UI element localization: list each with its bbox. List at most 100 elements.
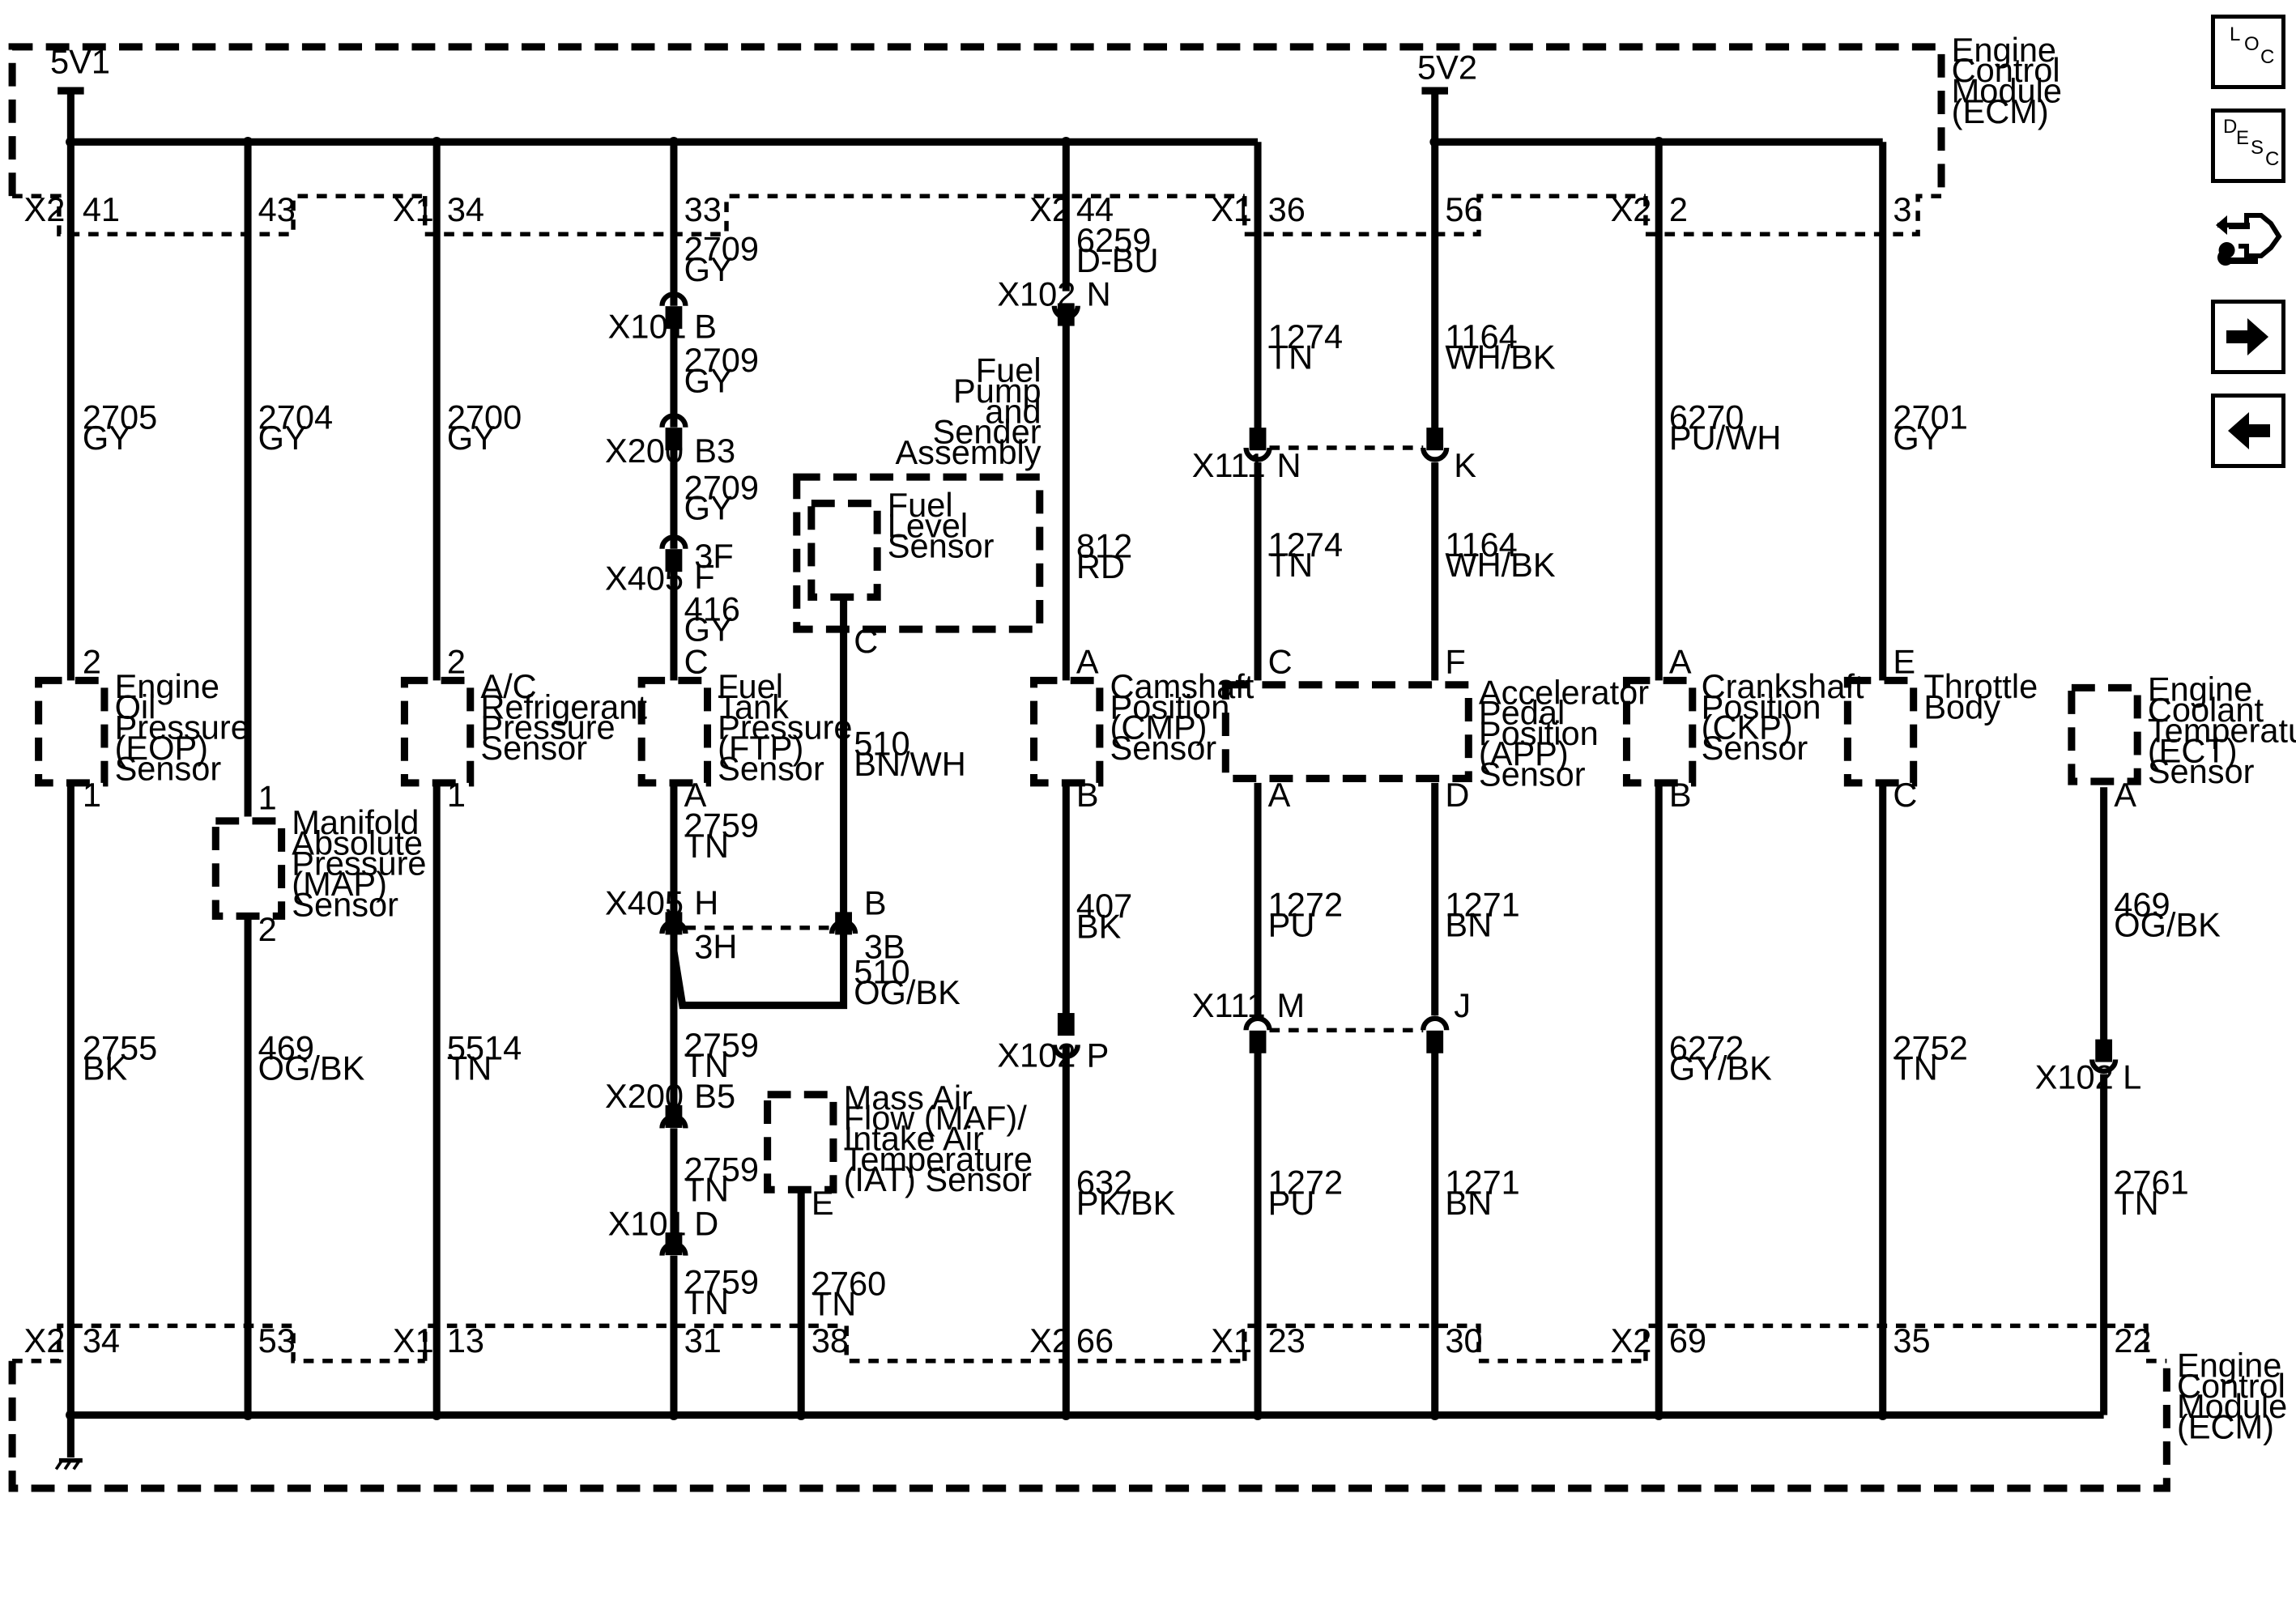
svg-text:Pressure: Pressure (115, 709, 249, 747)
svg-text:30: 30 (1445, 1321, 1482, 1360)
svg-text:(ECM): (ECM) (1952, 92, 2049, 130)
svg-text:X1: X1 (1211, 1321, 1252, 1360)
svg-text:469: 469 (2114, 885, 2170, 923)
svg-text:3F: 3F (694, 537, 734, 575)
svg-text:A: A (2114, 776, 2136, 814)
svg-text:2: 2 (447, 642, 466, 680)
svg-text:44: 44 (1076, 190, 1114, 228)
svg-text:H: H (694, 884, 718, 922)
svg-text:E: E (811, 1184, 834, 1222)
desc-letter-s: S (2251, 137, 2264, 159)
svg-text:D: D (694, 1204, 718, 1242)
svg-text:Mass Air: Mass Air (844, 1079, 973, 1117)
svg-text:TN: TN (684, 827, 729, 865)
svg-text:Coolant: Coolant (2148, 691, 2264, 729)
svg-text:(CMP): (CMP) (1110, 709, 1208, 747)
svg-text:A: A (1076, 642, 1099, 680)
svg-text:2: 2 (1669, 190, 1688, 228)
svg-text:GY: GY (447, 419, 496, 457)
svg-text:Sensor: Sensor (115, 749, 222, 787)
svg-text:1271: 1271 (1445, 885, 1519, 923)
loc-letter-c: C (2260, 46, 2275, 68)
loc-button[interactable]: L O C (2211, 15, 2285, 89)
svg-text:6272: 6272 (1669, 1028, 1744, 1066)
svg-text:Sensor: Sensor (888, 527, 995, 565)
ecm-bottom-label: Engine Control Module (ECM) (2177, 1347, 2287, 1446)
svg-text:1274: 1274 (1268, 317, 1343, 355)
svg-text:BN/WH: BN/WH (854, 745, 965, 783)
svg-text:632: 632 (1076, 1164, 1132, 1202)
svg-text:X1: X1 (393, 1321, 434, 1360)
svg-text:510: 510 (854, 725, 909, 763)
svg-text:Sensor: Sensor (292, 885, 398, 923)
svg-text:Position: Position (1479, 714, 1599, 752)
svg-text:Accelerator: Accelerator (1479, 673, 1649, 711)
svg-text:GY: GY (684, 361, 733, 399)
svg-text:TN: TN (684, 1283, 729, 1321)
svg-text:35: 35 (1893, 1321, 1930, 1360)
svg-text:X101: X101 (608, 1204, 687, 1242)
svg-text:X2: X2 (24, 1321, 66, 1360)
svg-text:3: 3 (1893, 190, 1911, 228)
svg-text:812: 812 (1076, 527, 1132, 565)
svg-text:TN: TN (1893, 1049, 1937, 1087)
svg-text:Position: Position (1702, 687, 1821, 726)
svg-text:407: 407 (1076, 887, 1132, 925)
loc-letter-o: O (2244, 33, 2260, 55)
svg-text:A: A (1669, 642, 1692, 680)
svg-text:Control: Control (1952, 51, 2060, 89)
svg-text:F: F (694, 558, 714, 596)
svg-text:X111: X111 (1192, 446, 1266, 484)
svg-text:2: 2 (83, 642, 101, 680)
svg-text:2752: 2752 (1893, 1028, 1967, 1066)
svg-text:Sensor: Sensor (1110, 729, 1217, 767)
junction-dots (66, 136, 1889, 1420)
svg-text:Position: Position (1110, 687, 1230, 726)
next-button[interactable] (2211, 300, 2285, 374)
svg-text:23: 23 (1268, 1321, 1306, 1360)
ecm-top-outline (8, 43, 1945, 197)
top-connector-blocks (12, 194, 1942, 236)
svg-text:1: 1 (447, 776, 466, 814)
svg-text:Engine: Engine (2148, 670, 2252, 709)
svg-text:2705: 2705 (83, 398, 157, 436)
svg-text:Pedal: Pedal (1479, 694, 1565, 732)
svg-text:Module: Module (2177, 1387, 2287, 1425)
svg-text:J: J (1454, 986, 1471, 1024)
svg-text:Engine: Engine (2177, 1347, 2281, 1385)
svg-text:X111: X111 (1192, 986, 1266, 1024)
svg-text:Sensor: Sensor (1479, 755, 1586, 793)
svg-text:2709: 2709 (684, 230, 759, 268)
svg-text:X200: X200 (605, 432, 684, 470)
svg-text:D: D (1445, 776, 1469, 814)
svg-text:2759: 2759 (684, 1263, 759, 1301)
svg-text:Module: Module (1952, 72, 2062, 110)
svg-text:Tank: Tank (718, 687, 789, 726)
svg-text:TN: TN (1268, 338, 1313, 376)
svg-text:PU: PU (1268, 906, 1315, 944)
svg-text:C: C (1893, 776, 1917, 814)
svg-text:22: 22 (2114, 1321, 2151, 1360)
bottom-connector-labels: X2 34 53 X1 13 31 38 X2 66 X1 23 30 X2 6… (24, 1321, 2152, 1360)
svg-text:2709: 2709 (684, 341, 759, 379)
svg-text:X1: X1 (393, 190, 434, 228)
svg-text:69: 69 (1669, 1321, 1706, 1360)
svg-text:Sender: Sender (933, 413, 1042, 451)
svg-text:(CKP): (CKP) (1702, 709, 1793, 747)
connector-wrench-icon[interactable] (2211, 199, 2285, 274)
svg-text:X405: X405 (605, 884, 684, 922)
previous-button[interactable] (2211, 394, 2285, 468)
svg-text:X405: X405 (605, 559, 684, 597)
svg-text:BK: BK (83, 1049, 128, 1087)
svg-text:Crankshaft: Crankshaft (1702, 667, 1864, 705)
svg-text:X102: X102 (2035, 1058, 2114, 1096)
arrow-right-icon (2226, 318, 2268, 355)
svg-text:Body: Body (1923, 687, 2000, 726)
svg-text:3H: 3H (694, 928, 737, 966)
svg-text:X2: X2 (1029, 1321, 1071, 1360)
desc-button[interactable]: D E S C (2211, 109, 2285, 183)
